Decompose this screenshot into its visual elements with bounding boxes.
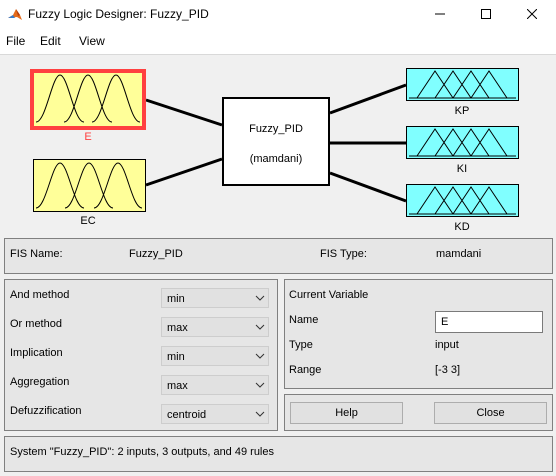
maximize-button[interactable] bbox=[463, 0, 509, 30]
variable-range-label: Range bbox=[289, 364, 322, 376]
fis-type-label: FIS Type: bbox=[320, 248, 367, 260]
fis-info-panel: FIS Name: Fuzzy_PID FIS Type: mamdani bbox=[4, 238, 553, 274]
and-method-select[interactable]: min bbox=[161, 288, 269, 308]
defuzzification-label: Defuzzification bbox=[10, 405, 82, 417]
gaussian-mf-icon bbox=[35, 74, 141, 123]
close-window-button[interactable] bbox=[509, 0, 555, 30]
minimize-icon bbox=[435, 8, 445, 22]
chevron-down-icon bbox=[251, 318, 268, 336]
and-method-label: And method bbox=[10, 289, 70, 301]
variable-type-label: Type bbox=[289, 339, 313, 351]
gaussian-mf-icon bbox=[35, 162, 143, 209]
methods-panel: And method min Or method max Implication… bbox=[4, 279, 278, 431]
window-title: Fuzzy Logic Designer: Fuzzy_PID bbox=[28, 7, 209, 21]
input-variable-e[interactable] bbox=[30, 69, 146, 130]
system-name: Fuzzy_PID bbox=[249, 123, 303, 135]
fis-name-value: Fuzzy_PID bbox=[129, 248, 183, 260]
connector-kp bbox=[329, 83, 407, 115]
chevron-down-icon bbox=[251, 347, 268, 365]
input-label-e: E bbox=[84, 131, 92, 143]
connector-e bbox=[145, 98, 223, 127]
output-variable-ki[interactable] bbox=[406, 126, 519, 159]
menu-view[interactable]: View bbox=[79, 34, 105, 48]
fis-system-block[interactable]: Fuzzy_PID (mamdani) bbox=[222, 97, 330, 186]
maximize-icon bbox=[481, 8, 491, 22]
aggregation-label: Aggregation bbox=[10, 376, 70, 388]
implication-select[interactable]: min bbox=[161, 346, 269, 366]
input-label-ec: EC bbox=[80, 215, 96, 227]
connector-ec bbox=[145, 157, 223, 187]
connector-kd bbox=[329, 171, 407, 203]
input-variable-ec[interactable] bbox=[33, 159, 146, 212]
current-variable-panel: Current Variable Name E Type input Range… bbox=[284, 279, 553, 389]
aggregation-value: max bbox=[167, 380, 188, 392]
matlab-icon bbox=[7, 7, 23, 23]
variable-type-value: input bbox=[435, 339, 459, 351]
defuzzification-select[interactable]: centroid bbox=[161, 404, 269, 424]
and-method-value: min bbox=[167, 293, 185, 305]
current-variable-header: Current Variable bbox=[289, 289, 369, 301]
output-variable-kp[interactable] bbox=[406, 68, 519, 101]
output-label-kd: KD bbox=[454, 221, 470, 233]
or-method-value: max bbox=[167, 322, 188, 334]
or-method-select[interactable]: max bbox=[161, 317, 269, 337]
triangular-mf-icon bbox=[409, 128, 516, 157]
status-bar: System "Fuzzy_PID": 2 inputs, 3 outputs,… bbox=[4, 436, 553, 472]
menu-edit[interactable]: Edit bbox=[40, 34, 61, 48]
minimize-button[interactable] bbox=[417, 0, 463, 30]
system-type: (mamdani) bbox=[249, 153, 303, 165]
variable-name-label: Name bbox=[289, 314, 319, 326]
help-button[interactable]: Help bbox=[290, 402, 403, 424]
variable-name-input[interactable]: E bbox=[435, 311, 543, 333]
title-bar: Fuzzy Logic Designer: Fuzzy_PID bbox=[0, 0, 556, 30]
triangular-mf-icon bbox=[409, 70, 516, 99]
close-icon bbox=[526, 8, 538, 22]
status-text: System "Fuzzy_PID": 2 inputs, 3 outputs,… bbox=[10, 446, 274, 458]
output-label-kp: KP bbox=[454, 105, 470, 117]
or-method-label: Or method bbox=[10, 318, 62, 330]
chevron-down-icon bbox=[251, 289, 268, 307]
menu-file[interactable]: File bbox=[6, 34, 26, 48]
chevron-down-icon bbox=[251, 376, 268, 394]
action-buttons-panel: Help Close bbox=[284, 394, 553, 431]
menu-bar: File Edit View bbox=[0, 30, 556, 54]
output-label-ki: KI bbox=[456, 163, 468, 175]
fis-type-value: mamdani bbox=[436, 248, 482, 260]
defuzzification-value: centroid bbox=[167, 409, 207, 421]
aggregation-select[interactable]: max bbox=[161, 375, 269, 395]
variable-range-value: [-3 3] bbox=[435, 364, 461, 376]
close-button[interactable]: Close bbox=[434, 402, 547, 424]
diagram-connectors bbox=[145, 83, 407, 203]
fis-diagram: E EC Fuzzy_PID (mamdani) KP bbox=[0, 54, 556, 236]
implication-label: Implication bbox=[10, 347, 63, 359]
implication-value: min bbox=[167, 351, 185, 363]
chevron-down-icon bbox=[251, 405, 268, 423]
triangular-mf-icon bbox=[409, 186, 516, 215]
output-variable-kd[interactable] bbox=[406, 184, 519, 217]
fis-name-label: FIS Name: bbox=[10, 248, 63, 260]
